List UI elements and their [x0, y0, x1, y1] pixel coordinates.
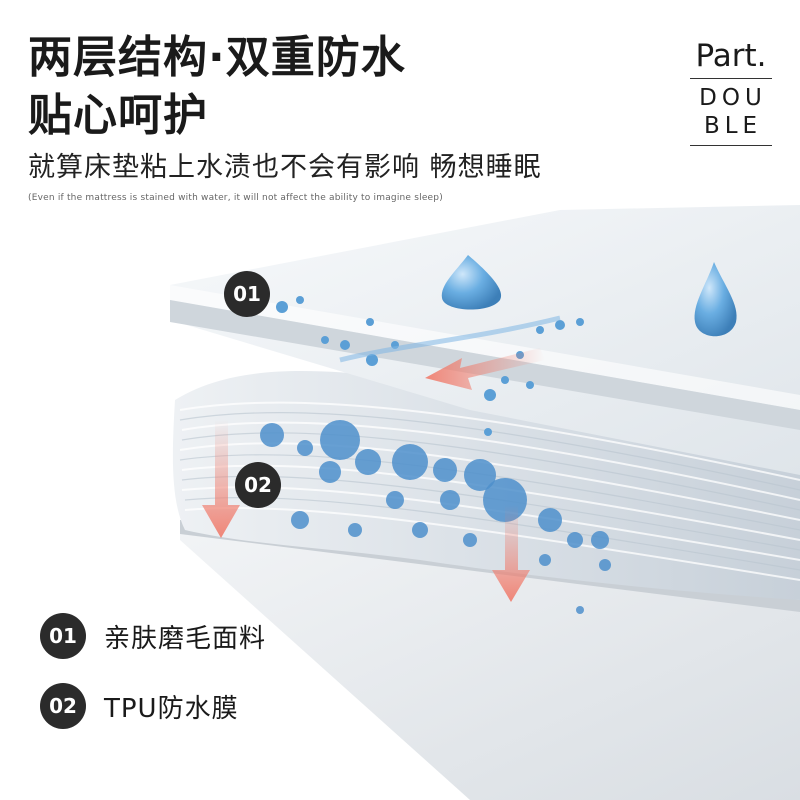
water-bubbles [260, 420, 611, 614]
divider [690, 145, 772, 146]
legend-item-fabric: 01 亲肤磨毛面料 [40, 612, 266, 660]
part-word: Part. [695, 38, 767, 74]
legend-label: 亲肤磨毛面料 [104, 623, 267, 654]
part-sub-line-1: DOU [699, 85, 767, 111]
english-caption: (Even if the mattress is stained with wa… [28, 193, 443, 203]
legend-label: TPU防水膜 [104, 693, 239, 724]
subheadline: 就算床垫粘上水渍也不会有影响 畅想睡眠 [28, 152, 542, 183]
top-layer [170, 205, 800, 475]
divider [690, 78, 772, 79]
part-sub-line-2: BLE [703, 113, 763, 139]
headline-line-2: 贴心呵护 [28, 90, 208, 141]
part-double-mark: Part. DOU BLE [690, 38, 772, 146]
water-droplets [276, 255, 737, 436]
callout-badge-02: 02 [235, 462, 281, 508]
water-flow-arrows [202, 348, 545, 602]
legend-item-membrane: 02 TPU防水膜 [40, 682, 239, 730]
callout-badge-01: 01 [224, 271, 270, 317]
headline-line-1: 两层结构·双重防水 [28, 32, 406, 83]
legend-number: 01 [40, 613, 86, 659]
legend-number: 02 [40, 683, 86, 729]
